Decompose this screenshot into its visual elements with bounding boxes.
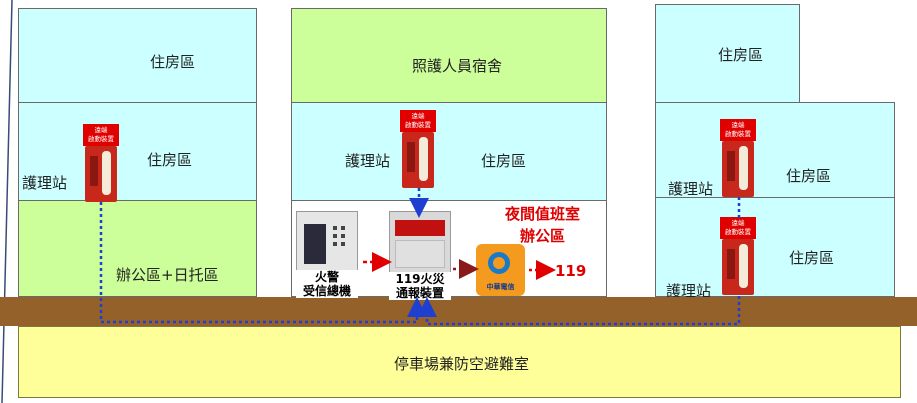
remote-device-caption: 遠端 啟動裝置 bbox=[720, 119, 756, 141]
remote-activation-device-middle: 遠端 啟動裝置 bbox=[400, 110, 436, 188]
dial-119-label: 119 bbox=[555, 262, 587, 280]
signal-line-right-lower bbox=[417, 296, 741, 326]
left-building-mid-floor: 住房區 護理站 bbox=[18, 102, 257, 201]
middle-mid-label: 住房區 bbox=[481, 152, 527, 170]
left-bottom-label: 辦公區+日托區 bbox=[116, 266, 219, 284]
chunghwa-telecom-logo: 中華電信 bbox=[476, 244, 525, 296]
left-mid-label: 住房區 bbox=[147, 151, 193, 169]
right-building-top-floor: 住房區 bbox=[655, 4, 800, 103]
right-building-mid-floor: 住房區 護理站 bbox=[655, 102, 895, 198]
night-office-label: 夜間值班室 辦公區 bbox=[505, 205, 581, 245]
left-building-bottom-floor: 辦公區+日托區 bbox=[18, 200, 257, 297]
edge-line-decoration bbox=[1, 0, 13, 403]
basement-label: 停車場兼防空避難室 bbox=[394, 355, 530, 373]
signal-line-left bbox=[99, 202, 427, 324]
left-mid-station: 護理站 bbox=[22, 174, 68, 192]
ground-layer bbox=[0, 297, 917, 326]
fire-alarm-panel-label: 火警 受信總機 bbox=[296, 270, 358, 298]
remote-activation-device-right-mid: 遠端 啟動裝置 bbox=[720, 119, 756, 197]
right-mid-station: 護理站 bbox=[668, 180, 714, 198]
right-bottom-label: 住房區 bbox=[789, 249, 835, 267]
right-bottom-station: 護理站 bbox=[666, 282, 712, 300]
fire-notification-device-label: 119火災 通報裝置 bbox=[389, 272, 451, 300]
remote-device-caption: 遠端 啟動裝置 bbox=[720, 217, 756, 239]
right-mid-label: 住房區 bbox=[786, 167, 832, 185]
remote-activation-device-left: 遠端 啟動裝置 bbox=[83, 124, 119, 202]
remote-device-caption: 遠端 啟動裝置 bbox=[400, 110, 436, 132]
right-building-bottom-floor: 住房區 護理站 bbox=[655, 197, 895, 300]
left-building-top-floor: 住房區 bbox=[18, 8, 257, 103]
middle-top-label: 照護人員宿舍 bbox=[412, 57, 503, 75]
middle-mid-station: 護理站 bbox=[345, 152, 391, 170]
remote-activation-device-right-bottom: 遠端 啟動裝置 bbox=[720, 217, 756, 295]
basement-shelter: 停車場兼防空避難室 bbox=[18, 326, 901, 398]
logo-text: 中華電信 bbox=[486, 283, 515, 291]
right-top-label: 住房區 bbox=[718, 46, 764, 64]
left-top-label: 住房區 bbox=[150, 53, 196, 71]
remote-device-caption: 遠端 啟動裝置 bbox=[83, 124, 119, 146]
